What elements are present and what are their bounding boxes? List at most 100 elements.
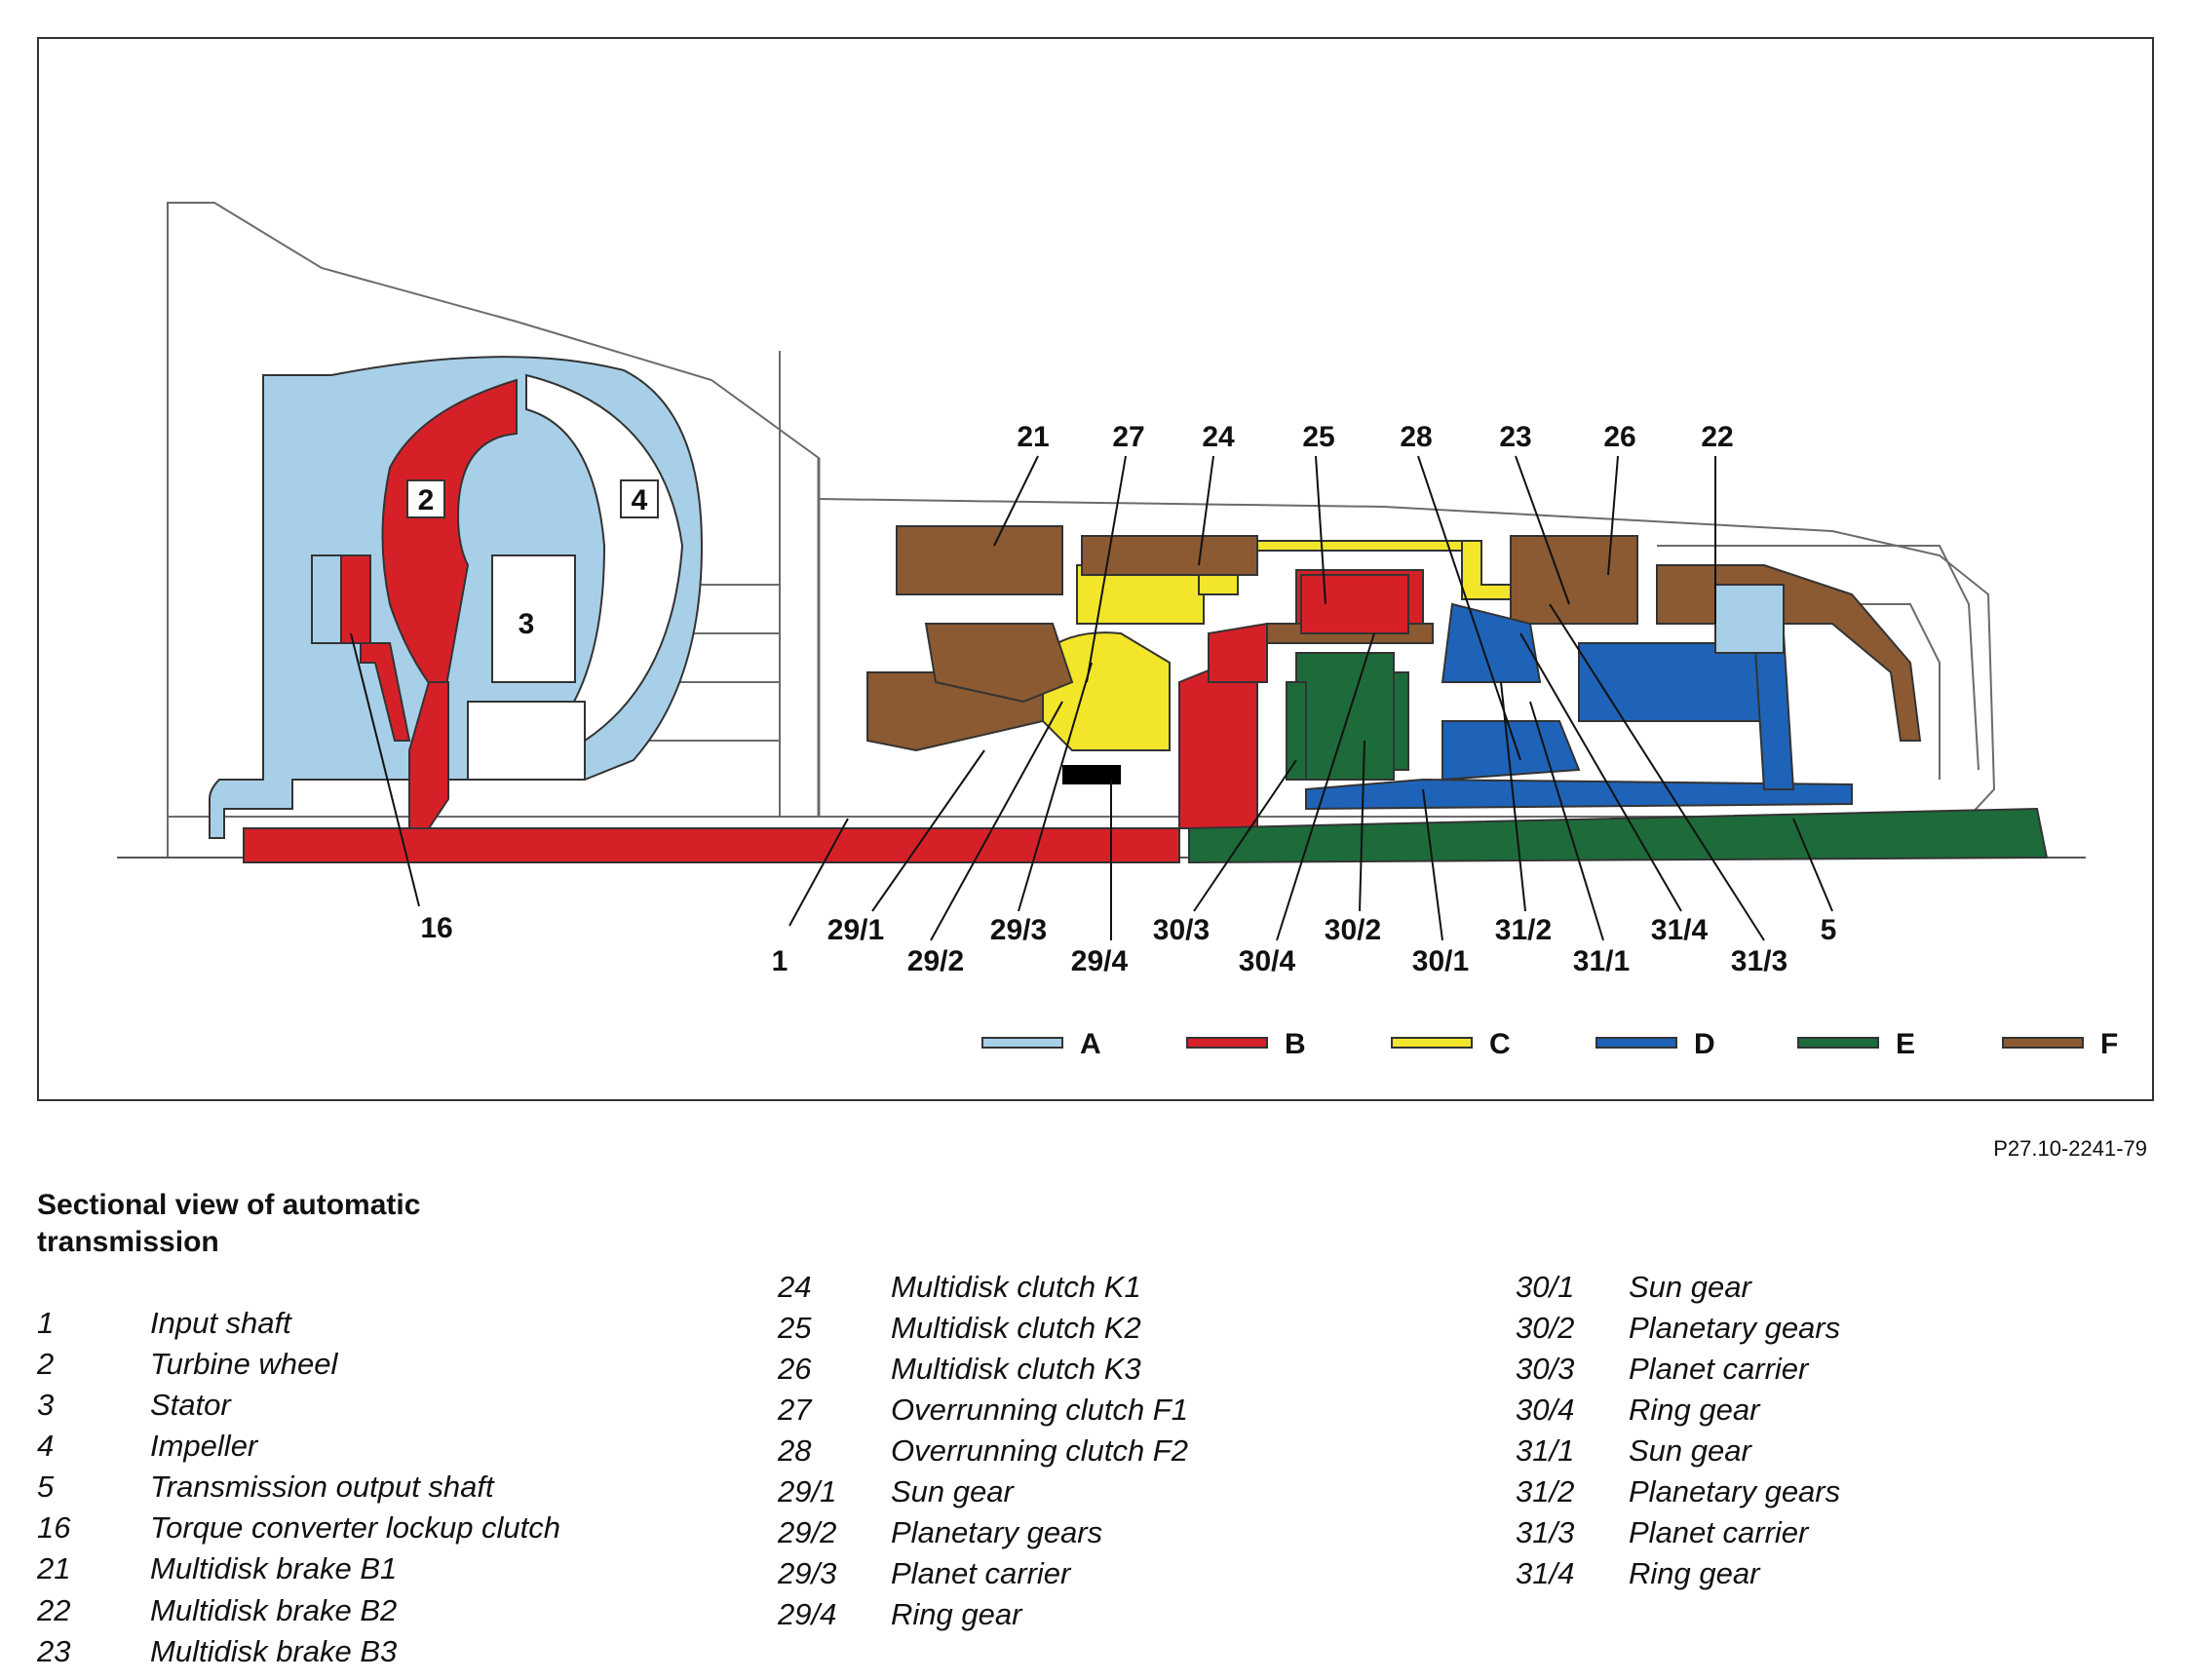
leader-lines (350, 455, 1833, 941)
callout-27: 27 (1112, 421, 1144, 453)
part-number: 30/1 (1516, 1270, 1575, 1304)
part-number: 31/4 (1516, 1556, 1575, 1590)
part-name: Multidisk clutch K2 (891, 1311, 1141, 1345)
part-name: Ring gear (891, 1597, 1022, 1631)
part-name: Turbine wheel (150, 1347, 338, 1381)
list-item: 30/4 Ring gear (1516, 1390, 1840, 1431)
list-item: 29/3 Planet carrier (778, 1553, 1188, 1594)
part-name: Ring gear (1629, 1393, 1760, 1427)
callout-3: 3 (519, 608, 535, 640)
callout-5: 5 (1821, 914, 1837, 946)
list-item: 30/3 Planet carrier (1516, 1349, 1840, 1390)
multidisk-clutch-k2 (1300, 574, 1409, 634)
part-number: 29/3 (778, 1556, 837, 1590)
list-item: 24 Multidisk clutch K1 (778, 1267, 1188, 1308)
callout-box-4 (620, 479, 659, 518)
part-name: Planet carrier (891, 1556, 1071, 1590)
part-number: 1 (37, 1306, 55, 1340)
callout-31-1: 31/1 (1573, 945, 1630, 977)
callout-29-4: 29/4 (1071, 945, 1129, 977)
callout-29-2: 29/2 (907, 945, 964, 977)
part-name: Planetary gears (1629, 1311, 1841, 1345)
list-item: 29/1 Sun gear (778, 1471, 1188, 1512)
part-number: 31/3 (1516, 1515, 1575, 1549)
callout-2: 2 (418, 484, 435, 516)
callout-30-2: 30/2 (1325, 914, 1381, 946)
list-item: 30/2 Planetary gears (1516, 1308, 1840, 1349)
callout-1: 1 (772, 945, 788, 977)
legend-swatch-c (1391, 1037, 1473, 1049)
callout-25: 25 (1302, 421, 1334, 453)
part-number: 4 (37, 1429, 55, 1463)
part-number: 29/1 (778, 1474, 837, 1508)
lockup-clutch-16 (311, 554, 411, 742)
color-legend: A B C D E F (981, 1028, 2118, 1060)
multidisk-brake-b2-discs (1714, 584, 1785, 654)
diagram-frame (37, 37, 2154, 1101)
part-number: 26 (778, 1352, 812, 1386)
part-name: Sun gear (1629, 1270, 1751, 1304)
part-name: Planet carrier (1629, 1352, 1809, 1386)
part-name: Transmission output shaft (150, 1470, 494, 1504)
list-item: 1 Input shaft (37, 1303, 560, 1344)
part-name: Sun gear (891, 1474, 1014, 1508)
legend-label-b: B (1285, 1028, 1306, 1060)
callout-21: 21 (1017, 421, 1049, 453)
list-item: 30/1 Sun gear (1516, 1267, 1840, 1308)
part-number: 30/4 (1516, 1393, 1575, 1427)
figure-caption: Sectional view of automatic transmission (37, 1189, 421, 1258)
part-number: 5 (37, 1470, 55, 1504)
list-item: 27 Overrunning clutch F1 (778, 1390, 1188, 1431)
part-name: Multidisk clutch K1 (891, 1270, 1141, 1304)
callout-22: 22 (1701, 421, 1733, 453)
part-number: 30/2 (1516, 1311, 1575, 1345)
callout-31-4: 31/4 (1651, 914, 1709, 946)
part-number: 24 (778, 1270, 812, 1304)
part-number: 30/3 (1516, 1352, 1575, 1386)
part-number: 3 (37, 1388, 55, 1422)
legend-label-e: E (1896, 1028, 1915, 1060)
part-name: Input shaft (150, 1306, 291, 1340)
part-number: 21 (37, 1551, 71, 1586)
callout-24: 24 (1202, 421, 1235, 453)
list-item: 21 Multidisk brake B1 (37, 1548, 560, 1590)
part-name: Overrunning clutch F1 (891, 1393, 1188, 1427)
part-name: Sun gear (1629, 1433, 1751, 1468)
part-number: 27 (778, 1393, 812, 1427)
callout-29-1: 29/1 (827, 914, 884, 946)
part-name: Multidisk brake B1 (150, 1551, 398, 1586)
callout-30-3: 30/3 (1153, 914, 1210, 946)
legend-label-d: D (1694, 1028, 1715, 1060)
group-d-blue (1305, 602, 1853, 811)
callout-30-1: 30/1 (1412, 945, 1469, 977)
part-name: Multidisk clutch K3 (891, 1352, 1141, 1386)
part-number: 29/2 (778, 1515, 837, 1549)
list-item: 29/4 Ring gear (778, 1594, 1188, 1635)
legend-swatch-b (1186, 1037, 1268, 1049)
part-number: 25 (778, 1311, 812, 1345)
legend-label-f: F (2100, 1028, 2118, 1060)
part-name: Planet carrier (1629, 1515, 1809, 1549)
part-number: 29/4 (778, 1597, 837, 1631)
part-number: 31/2 (1516, 1474, 1575, 1508)
list-item: 31/3 Planet carrier (1516, 1512, 1840, 1553)
callout-28: 28 (1400, 421, 1432, 453)
part-name: Planetary gears (891, 1515, 1103, 1549)
callout-31-2: 31/2 (1495, 914, 1552, 946)
legend-swatch-d (1595, 1037, 1677, 1049)
callout-26: 26 (1603, 421, 1635, 453)
callout-29-3: 29/3 (990, 914, 1047, 946)
legend-swatch-e (1797, 1037, 1879, 1049)
legend-swatch-a (981, 1037, 1063, 1049)
